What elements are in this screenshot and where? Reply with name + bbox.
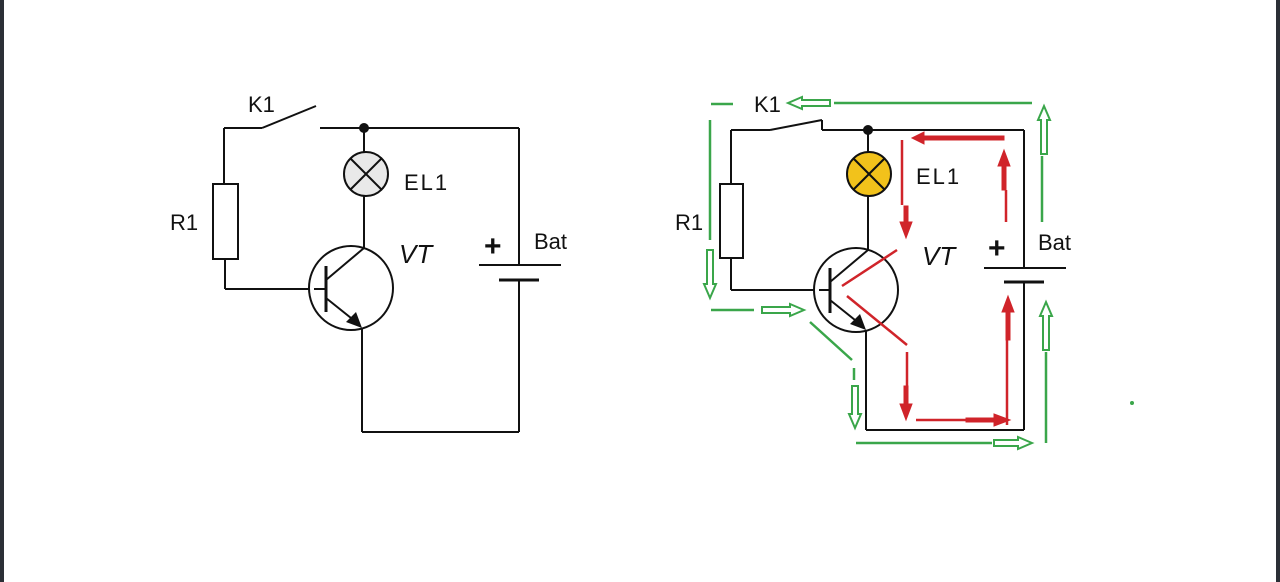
base-current-path xyxy=(702,95,1134,451)
transistor-icon xyxy=(813,247,899,333)
lamp-icon xyxy=(343,151,389,197)
arrow-icon xyxy=(1001,294,1015,341)
lamp-icon xyxy=(846,151,892,197)
arrow-icon xyxy=(910,131,1005,145)
collector-current-path xyxy=(841,131,1015,427)
right-battery-plus: + xyxy=(988,232,1006,265)
right-transistor-label: VT xyxy=(922,241,957,271)
left-lamp-label: EL1 xyxy=(404,170,449,195)
switch-icon xyxy=(731,119,868,131)
resistor-icon xyxy=(719,183,744,259)
right-lamp-label: EL1 xyxy=(916,164,961,189)
left-battery-plus: + xyxy=(484,230,502,263)
arrow-icon xyxy=(1038,299,1054,351)
right-resistor-label: R1 xyxy=(675,210,703,235)
arrow-icon xyxy=(899,385,913,422)
left-battery-label: Bat xyxy=(534,229,567,254)
arrow-icon xyxy=(847,385,863,431)
arrow-icon xyxy=(702,249,718,301)
left-circuit: K1 R1 EL1 VT xyxy=(170,92,567,433)
switch-icon xyxy=(224,105,364,129)
right-switch-label: K1 xyxy=(754,92,781,117)
circuit-diagram: K1 R1 EL1 VT xyxy=(170,92,1134,451)
left-transistor-label: VT xyxy=(399,239,434,269)
left-switch-label: K1 xyxy=(248,92,275,117)
right-circuit: K1 R1 EL1 VT xyxy=(675,92,1134,451)
arrow-icon xyxy=(761,302,807,318)
arrow-icon xyxy=(899,205,913,240)
arrow-icon xyxy=(993,435,1035,451)
arrow-icon xyxy=(1036,103,1052,155)
transistor-icon xyxy=(308,245,394,331)
arrow-icon xyxy=(997,148,1011,191)
resistor-icon xyxy=(212,183,239,260)
battery-icon xyxy=(479,264,561,282)
right-battery-label: Bat xyxy=(1038,230,1071,255)
left-resistor-label: R1 xyxy=(170,210,198,235)
battery-icon xyxy=(984,267,1066,284)
arrow-icon xyxy=(965,413,1012,427)
